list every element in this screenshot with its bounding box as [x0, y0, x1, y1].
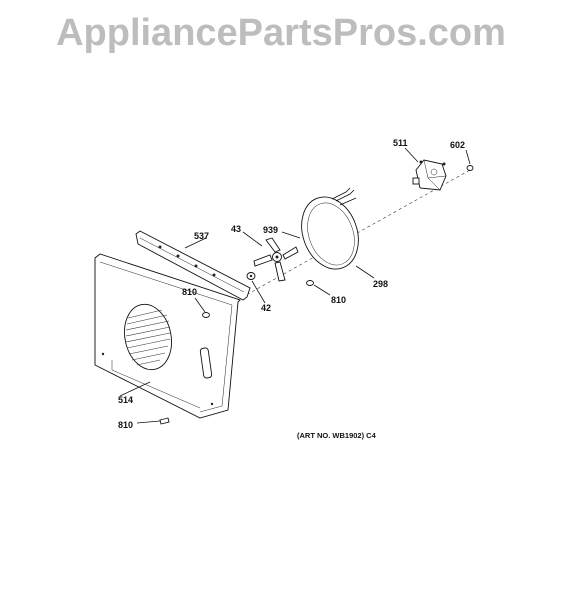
callout-43: 43 — [231, 224, 241, 234]
leader-lines — [119, 147, 471, 424]
part-537-bracket — [135, 230, 251, 301]
watermark-logo: AppliancePartsPros.com — [56, 12, 506, 54]
part-514-back-panel — [94, 253, 241, 419]
part-602-screw — [466, 165, 474, 171]
callout-298: 298 — [373, 279, 388, 289]
part-810-screw-b — [306, 280, 314, 286]
callout-810-bracket: 810 — [182, 287, 197, 297]
part-810-screw-c — [159, 417, 170, 425]
callout-514: 514 — [118, 395, 133, 405]
part-42-nut — [246, 272, 256, 280]
callout-511: 511 — [393, 138, 408, 148]
part-511-motor — [412, 159, 447, 191]
callout-810-element: 810 — [331, 295, 346, 305]
callout-810-panel: 810 — [118, 420, 133, 430]
callout-42: 42 — [261, 303, 271, 313]
part-43-fan-blade — [253, 237, 299, 282]
part-810-screw-a — [194, 297, 210, 318]
part-298-heating-element — [301, 187, 359, 270]
callout-602: 602 — [450, 140, 465, 150]
callout-939: 939 — [263, 225, 278, 235]
art-number: (ART NO. WB1902) C4 — [297, 431, 377, 440]
callout-537: 537 — [194, 231, 209, 241]
